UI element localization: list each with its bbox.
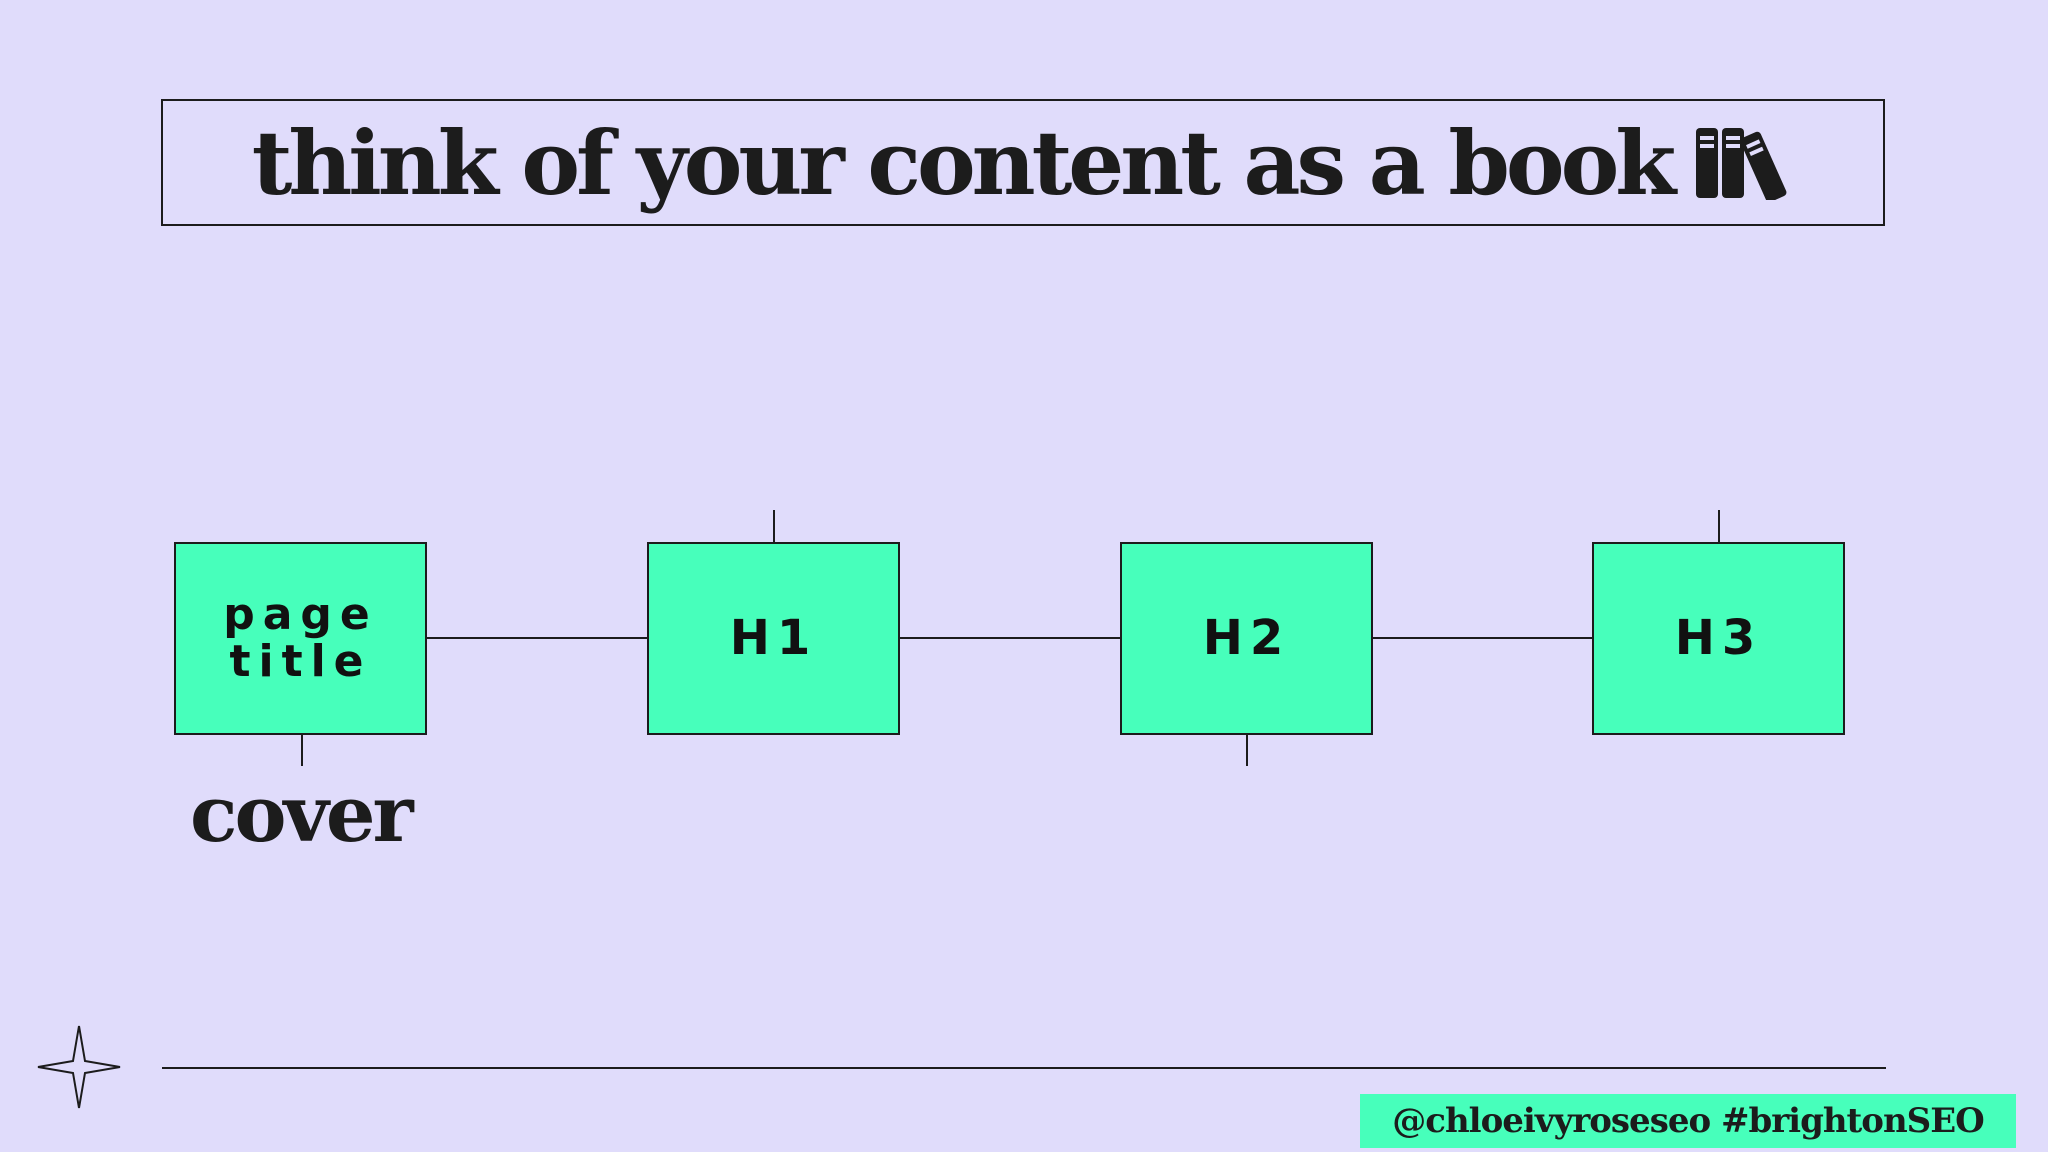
tick-mark [1246, 735, 1248, 766]
node-label: H3 [1674, 610, 1763, 667]
slide-title: think of your content as a book [251, 110, 1677, 215]
node-label: page title [223, 589, 378, 687]
node-label: H2 [1202, 610, 1291, 667]
title-frame: think of your content as a book [161, 99, 1885, 226]
tick-mark [1718, 510, 1720, 542]
node-h1: H1 [647, 542, 900, 735]
tick-mark [773, 510, 775, 542]
footer-handle: @chloeivyroseseo #brightonSEO [1360, 1094, 2016, 1148]
footer-divider [162, 1067, 1886, 1069]
node-h2: H2 [1120, 542, 1373, 735]
four-point-star-icon [36, 1024, 122, 1110]
node-h3: H3 [1592, 542, 1845, 735]
connector-line [899, 637, 1121, 639]
node-label: H1 [729, 610, 818, 667]
tick-mark [301, 735, 303, 766]
cover-label: cover [190, 769, 414, 860]
connector-line [1373, 637, 1593, 639]
node-page-title: page title [174, 542, 427, 735]
connector-line [427, 637, 647, 639]
books-icon [1694, 126, 1794, 202]
